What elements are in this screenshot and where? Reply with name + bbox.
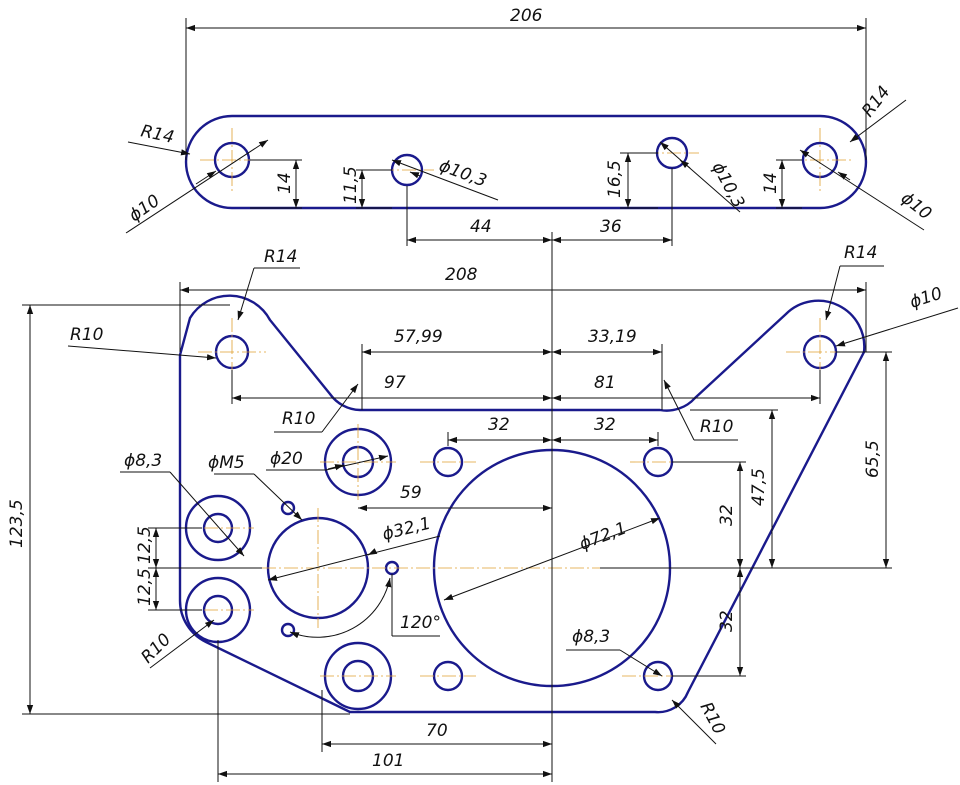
dim-32-vertical: 32 32 [672, 461, 746, 677]
dim-32-right-text: 32 [594, 415, 616, 435]
dim-r10-inner-right: R10 [663, 379, 738, 441]
dim-dia10-top-left: ϕ10 [125, 139, 269, 234]
dim-59: 59 [358, 483, 552, 512]
dim-32-horizontal: 32 32 [447, 415, 659, 446]
dim-12-5-lower-text: 12,5 [135, 568, 155, 606]
hole-m5-lower [280, 622, 296, 638]
dim-r10-left-text: R10 [70, 325, 103, 345]
dim-47-5: 47,5 [690, 409, 778, 568]
dim-dia10-3-right: ϕ10,3 [659, 141, 749, 213]
dim-123-5: 123,5 [7, 304, 350, 715]
dim-12-5-upper-text: 12,5 [135, 526, 155, 564]
dim-14-right: 14 [761, 159, 802, 209]
dim-11-5: 11,5 [341, 166, 392, 209]
dim-dia10-3-right-text: ϕ10,3 [708, 159, 749, 212]
dim-32-left-text: 32 [488, 415, 510, 435]
dim-dia20: ϕ20 [266, 449, 389, 471]
dim-r10-inner-right-text: R10 [700, 417, 733, 437]
dim-16-5-text: 16,5 [605, 160, 625, 198]
dim-dia72-1-text: ϕ72,1 [577, 518, 630, 554]
dim-r14-bottom-right-text: R14 [844, 243, 877, 263]
dim-14-left-text: 14 [275, 172, 295, 194]
dim-101: 101 [217, 640, 552, 782]
dim-14-right-text: 14 [761, 172, 781, 194]
dim-70-text: 70 [426, 721, 448, 741]
dim-dia8-3-left-text: ϕ8,3 [124, 451, 162, 471]
dim-33-19-text: 33,19 [588, 327, 637, 347]
dim-r14-bottom-right: R14 [825, 243, 884, 321]
dim-r10-bottom-right-text: R10 [696, 699, 729, 738]
dim-r10-bottom-left: R10 [137, 619, 215, 669]
hole-m5-upper [280, 500, 296, 516]
dim-dia8-3-left: ϕ8,3 [120, 451, 245, 557]
dim-206-text: 206 [510, 6, 543, 26]
dim-dia20-text: ϕ20 [270, 449, 303, 469]
bottom-plate-outline [178, 294, 866, 714]
dim-44-36: 44 36 [406, 168, 673, 246]
dim-dia8-3-right-text: ϕ8,3 [572, 627, 610, 647]
dim-angle-120-text: 120° [400, 613, 441, 633]
dim-57-99-text: 57,99 [394, 327, 443, 347]
dim-65-5-text: 65,5 [863, 440, 883, 478]
dim-44-text: 44 [470, 217, 492, 237]
dim-r14-bottom-left: R14 [237, 247, 300, 321]
dim-m5-text: ϕM5 [208, 453, 245, 473]
dim-dia10-3-left-text: ϕ10,3 [436, 156, 489, 192]
dim-101-text: 101 [372, 751, 404, 771]
dim-57-99-33-19: 57,99 33,19 [361, 327, 663, 410]
dim-70: 70 [321, 690, 552, 752]
dim-r14-top-right-text: R14 [858, 82, 894, 121]
dim-12-5: 12,5 12,5 [135, 526, 262, 611]
dim-81-text: 81 [594, 373, 616, 393]
dim-36-text: 36 [600, 217, 622, 237]
dim-r14-bottom-left-text: R14 [264, 247, 297, 267]
dim-206: 206 [185, 6, 867, 160]
dim-97-text: 97 [384, 373, 406, 393]
dim-dia8-3-right: ϕ8,3 [566, 627, 663, 677]
dim-123-5-text: 123,5 [7, 499, 27, 548]
dim-r14-top-left: R14 [127, 121, 191, 156]
dim-11-5-text: 11,5 [341, 166, 361, 204]
dim-47-5-text: 47,5 [749, 468, 769, 506]
top-plate: 206 R14 ϕ10 14 11,5 [125, 6, 935, 246]
dim-dia10-top-right-text: ϕ10 [897, 188, 935, 224]
dim-97-81: 97 81 [231, 370, 821, 404]
dim-m5: ϕM5 [208, 453, 303, 521]
dim-32-vert-upper-text: 32 [717, 504, 737, 526]
dim-59-text: 59 [400, 483, 422, 503]
dim-dia10-3-left: ϕ10,3 [391, 156, 499, 201]
dim-r10-bottom-right: R10 [671, 699, 729, 745]
dim-r10-inner-left: R10 [274, 383, 359, 433]
dim-dia10-bottom-right-text: ϕ10 [907, 284, 944, 313]
dim-r10-left: R10 [67, 325, 217, 361]
dim-r10-inner-left-text: R10 [282, 409, 315, 429]
dim-angle-120: 120° [289, 574, 441, 639]
dim-dia10-bottom-right: ϕ10 [835, 284, 959, 347]
dim-r14-top-right: R14 [849, 82, 907, 143]
dim-14-left: 14 [250, 159, 302, 209]
dim-208: 208 [179, 265, 867, 352]
dim-32-vert-lower-text: 32 [717, 610, 737, 632]
dim-208-text: 208 [445, 265, 478, 285]
dim-r14-top-left-text: R14 [139, 121, 176, 148]
bottom-plate: 208 R14 R14 ϕ10 R10 R10 [7, 232, 959, 782]
dim-16-5: 16,5 [605, 152, 658, 209]
dim-r10-bottom-left-text: R10 [137, 630, 175, 668]
